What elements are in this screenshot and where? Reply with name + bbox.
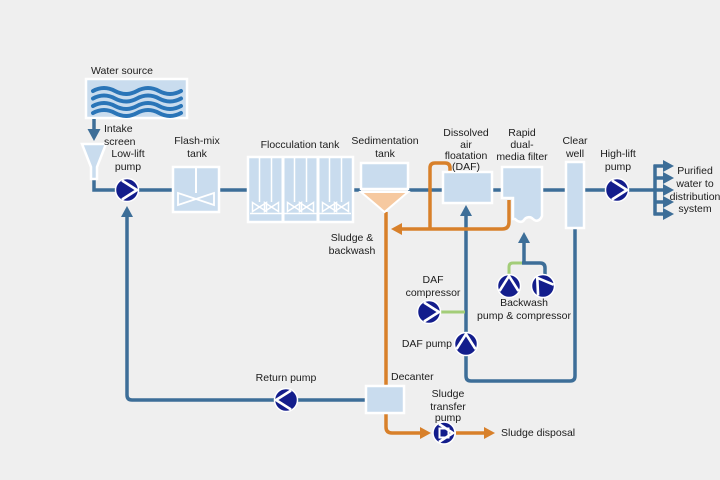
return-line — [121, 206, 366, 402]
manifold-arrow-1 — [663, 160, 674, 172]
daf-label-4: (DAF) — [452, 161, 480, 173]
flash-mix-tank — [171, 165, 221, 214]
sedimentation-funnel-icon — [358, 191, 411, 214]
purified-label-3: distribution — [670, 191, 720, 203]
purified-label-2: water to — [675, 178, 714, 190]
clear-well-box — [564, 160, 586, 230]
daf-compressor-label-2: compressor — [406, 287, 461, 299]
low-lift-pump-label-1: Low-lift — [111, 148, 144, 160]
filter-shape — [500, 165, 544, 224]
clear-well-label-1: Clear — [562, 135, 588, 147]
water-source — [84, 77, 189, 120]
intake — [80, 119, 108, 181]
sludge-disposal-label: Sludge disposal — [501, 427, 575, 439]
flocculation-label: Flocculation tank — [261, 139, 341, 151]
flocculation-tank — [246, 155, 355, 224]
manifold-arrow-3 — [663, 184, 674, 196]
rapid-dual-media-filter — [500, 165, 544, 224]
return-pump-icon — [273, 387, 299, 413]
arrow-up-into-lowlift — [121, 206, 133, 217]
backwash-label-1: Backwash — [500, 297, 548, 309]
daf-pump-icon — [453, 331, 479, 357]
filter-backwash-drain — [398, 200, 511, 231]
daf-feed-line — [460, 205, 577, 383]
arrow-into-transfer-pump — [420, 427, 431, 439]
arrow-up-into-filter — [518, 232, 530, 243]
sedimentation-tank — [358, 161, 411, 214]
manifold-arrow-2 — [663, 172, 674, 184]
rapid-filter-label-2: dual- — [510, 139, 534, 151]
daf-label-2: air — [460, 139, 472, 151]
backwash-green-branch — [507, 261, 524, 276]
daf-compressor-icon — [416, 299, 442, 325]
flash-mix-label-2: tank — [187, 148, 208, 160]
sludge-transfer-pump-icon — [432, 421, 456, 445]
sludge-transfer-label-2: transfer — [430, 401, 466, 413]
return-pipe — [125, 213, 366, 402]
intake-screen-label-1: Intake — [104, 123, 133, 135]
sludge-main-pipe — [384, 212, 424, 435]
mixer-icon — [177, 168, 215, 207]
daf-float-drain — [428, 161, 452, 229]
manifold-branches — [654, 164, 665, 216]
flocculation-mixer-icons — [251, 201, 350, 213]
decanter-label: Decanter — [391, 371, 434, 383]
intake-screen-funnel-icon — [80, 142, 108, 181]
daf-unit — [441, 170, 494, 205]
sludge-backwash-label-2: backwash — [329, 245, 376, 257]
arrow-into-sludge-line — [391, 223, 402, 235]
sludge-backwash-label-1: Sludge & — [331, 232, 374, 244]
backwash-pump-icon — [496, 273, 522, 299]
arrow-up-into-daf — [460, 205, 472, 216]
sludge-transfer-label-1: Sludge — [432, 388, 465, 400]
backwash-blue-branch — [522, 261, 547, 276]
low-lift-pump-icon — [114, 177, 140, 203]
daf-label-1: Dissolved — [443, 127, 489, 139]
sedimentation-label-1: Sedimentation — [351, 135, 418, 147]
purified-label-1: Purified — [677, 165, 713, 177]
daf-compressor-label-1: DAF — [423, 274, 444, 286]
intake-screen-label-2: screen — [104, 136, 136, 148]
flash-mix-label-1: Flash-mix — [174, 135, 220, 147]
daf-pump-label: DAF pump — [402, 338, 452, 350]
sedimentation-label-2: tank — [375, 148, 396, 160]
backwash-label-2: pump & compressor — [477, 310, 571, 322]
purified-label-4: system — [678, 203, 712, 215]
return-pump-label: Return pump — [256, 372, 317, 384]
clear-well-label-2: well — [565, 148, 584, 160]
arrow-to-disposal — [484, 427, 495, 439]
backwash-manifold — [507, 232, 547, 276]
flocculation-baffles — [250, 158, 351, 221]
waves-icon — [91, 86, 183, 118]
sludge-transfer-label-3: pump — [435, 412, 461, 424]
sedimentation-box — [359, 161, 410, 191]
daf-label-3: floatation — [445, 150, 488, 162]
sludge-lines — [384, 161, 511, 439]
daf-box — [441, 170, 494, 205]
manifold-arrow-5 — [663, 208, 674, 220]
distribution-manifold — [653, 160, 674, 220]
high-lift-pump-label-1: High-lift — [600, 148, 636, 160]
rapid-filter-label-1: Rapid — [508, 127, 536, 139]
rapid-filter-label-3: media filter — [496, 151, 548, 163]
backwash-compressor-icon — [530, 273, 556, 299]
water-source-label: Water source — [91, 65, 153, 77]
decanter — [364, 384, 406, 415]
daf-feed-pipe — [464, 213, 577, 383]
high-lift-pump-label-2: pump — [605, 161, 631, 173]
pipe-intake-to-flashmix — [92, 178, 173, 192]
manifold-arrow-4 — [663, 196, 674, 208]
decanter-box — [364, 384, 406, 415]
high-lift-pump-icon — [604, 177, 630, 203]
low-lift-pump-label-2: pump — [115, 161, 141, 173]
intake-arrow-head — [87, 129, 101, 141]
clear-well — [564, 160, 586, 230]
